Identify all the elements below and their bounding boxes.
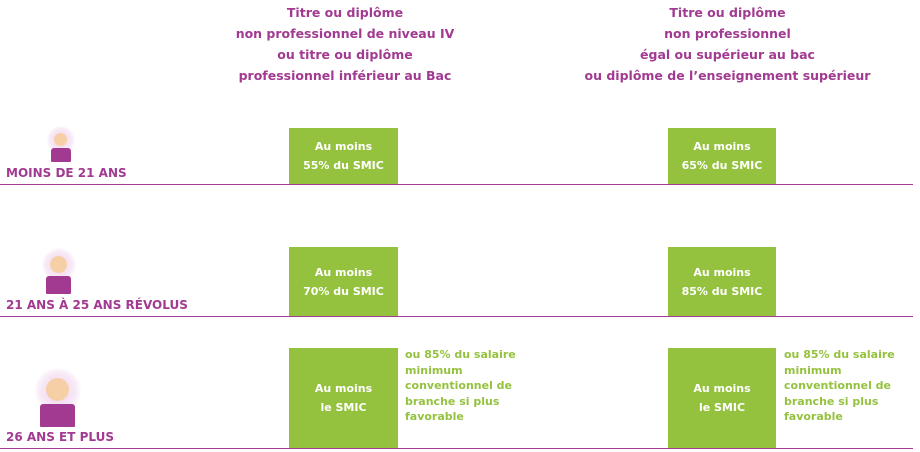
salary-cell-26-plus-col2: Au moins le SMIC: [668, 348, 776, 448]
salary-cell-line: 85% du SMIC: [681, 284, 763, 298]
column-header-line: ou titre ou diplôme: [277, 47, 413, 62]
row-divider: [0, 448, 913, 449]
row-divider: [0, 316, 913, 317]
salary-cell-line: Au moins: [693, 382, 751, 395]
conventional-salary-note-col2: ou 85% du salaire minimum conventionnel …: [784, 347, 895, 425]
salary-cell-line: le SMIC: [320, 401, 367, 414]
note-line: minimum: [784, 363, 842, 377]
row-label-21-25-ans: 21 ANS À 25 ANS RÉVOLUS: [6, 298, 188, 312]
note-line: ou 85% du salaire: [405, 348, 516, 361]
column-header-line: professionnel inférieur au Bac: [238, 68, 452, 83]
salary-cell-moins-21-col2: Au moins 65% du SMIC: [668, 128, 776, 184]
column-header-line: ou diplôme de l’enseignement supérieur: [584, 68, 871, 83]
row-label-moins-21-ans: MOINS DE 21 ANS: [6, 166, 127, 180]
column-header-niveau-iv: Titre ou diplôme non professionnel de ni…: [210, 2, 480, 86]
note-line: minimum: [405, 363, 463, 377]
row-divider: [0, 184, 913, 185]
column-header-line: Titre ou diplôme: [286, 5, 404, 20]
salary-cell-line: 65% du SMIC: [681, 159, 763, 172]
note-line: conventionnel de: [784, 379, 892, 392]
row-label-26-ans-et-plus: 26 ANS ET PLUS: [6, 430, 114, 444]
note-line: conventionnel de: [405, 379, 513, 392]
person-icon: [31, 368, 85, 428]
note-line: favorable: [405, 410, 464, 423]
column-header-line: non professionnel de niveau IV: [235, 26, 455, 41]
salary-cell-line: Au moins: [693, 140, 751, 153]
salary-cell-26-plus-col1: Au moins le SMIC: [289, 348, 398, 448]
column-header-line: Titre ou diplôme: [669, 5, 786, 20]
column-header-line: non professionnel: [664, 26, 791, 41]
salary-cell-21-25-col2: Au moins 85% du SMIC: [668, 247, 776, 316]
note-line: favorable: [784, 410, 843, 423]
note-line: ou 85% du salaire: [784, 348, 895, 361]
salary-cell-line: Au moins: [693, 265, 751, 279]
salary-cell-line: 70% du SMIC: [303, 284, 384, 298]
salary-cell-line: Au moins: [314, 382, 373, 395]
salary-cell-moins-21-col1: Au moins 55% du SMIC: [289, 128, 398, 184]
salary-cell-line: 55% du SMIC: [303, 159, 384, 172]
person-icon: [38, 248, 80, 296]
note-line: branche si plus: [405, 394, 500, 408]
salary-cell-line: Au moins: [314, 265, 373, 279]
column-header-line: égal ou supérieur au bac: [640, 47, 815, 62]
salary-cell-21-25-col1: Au moins 70% du SMIC: [289, 247, 398, 316]
column-header-bac-ou-superieur: Titre ou diplôme non professionnel égal …: [570, 2, 885, 86]
salary-cell-line: le SMIC: [698, 401, 746, 414]
conventional-salary-note-col1: ou 85% du salaire minimum conventionnel …: [405, 347, 516, 425]
note-line: branche si plus: [784, 394, 879, 408]
person-icon: [43, 126, 79, 166]
salary-cell-line: Au moins: [314, 140, 373, 153]
